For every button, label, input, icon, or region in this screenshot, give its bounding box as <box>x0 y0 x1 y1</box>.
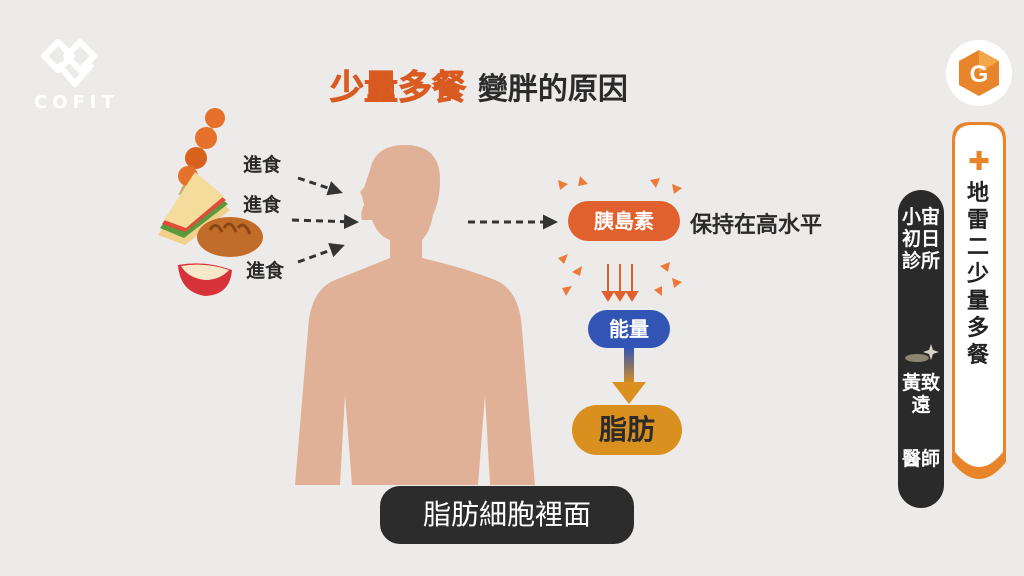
insulin-state: 保持在高水平 <box>690 213 823 238</box>
eat-label-1: 進食 <box>243 154 282 176</box>
title-highlight: 少量多餐 <box>330 68 467 109</box>
insulin-label: 胰島素 <box>568 201 680 241</box>
svg-text:G: G <box>970 61 989 88</box>
energy-to-fat-arrow-icon <box>612 348 646 404</box>
eat-label-2: 進食 <box>243 194 282 216</box>
food-illustration <box>158 108 263 296</box>
insulin-sparkles <box>558 176 682 302</box>
bread-icon <box>197 217 263 257</box>
plus-icon: ✚ <box>968 147 990 177</box>
brand-name: COFIT <box>34 92 119 113</box>
arrow-1 <box>297 176 343 196</box>
doctor-pill <box>898 190 944 508</box>
doctor-name: 黃致遠 <box>901 372 940 416</box>
apple-slice-icon <box>178 263 232 296</box>
arrow-3 <box>297 243 345 264</box>
clinic-name: 小宙初日診所 <box>901 206 940 272</box>
title-rest: 變胖的原因 <box>477 72 628 107</box>
topic-banner: ✚ <box>952 122 1006 479</box>
sparkle-divider-icon <box>905 344 939 362</box>
doctor-title: 醫師 <box>901 448 940 470</box>
g-badge: G <box>946 40 1012 106</box>
eat-label-3: 進食 <box>246 260 285 282</box>
human-silhouette-icon <box>295 145 535 485</box>
cofit-logo-icon <box>41 39 97 87</box>
subtitle-caption: 脂肪細胞裡面 <box>380 486 634 544</box>
page-title: 少量多餐 變胖的原因 <box>330 60 628 109</box>
arrow-2 <box>291 214 359 230</box>
banner-text: 地雷二 少量多餐 <box>966 181 989 368</box>
sandwich-icon <box>158 172 230 245</box>
fat-label: 脂肪 <box>572 405 682 455</box>
g-logo-icon: G <box>959 50 999 96</box>
energy-label: 能量 <box>588 310 670 348</box>
